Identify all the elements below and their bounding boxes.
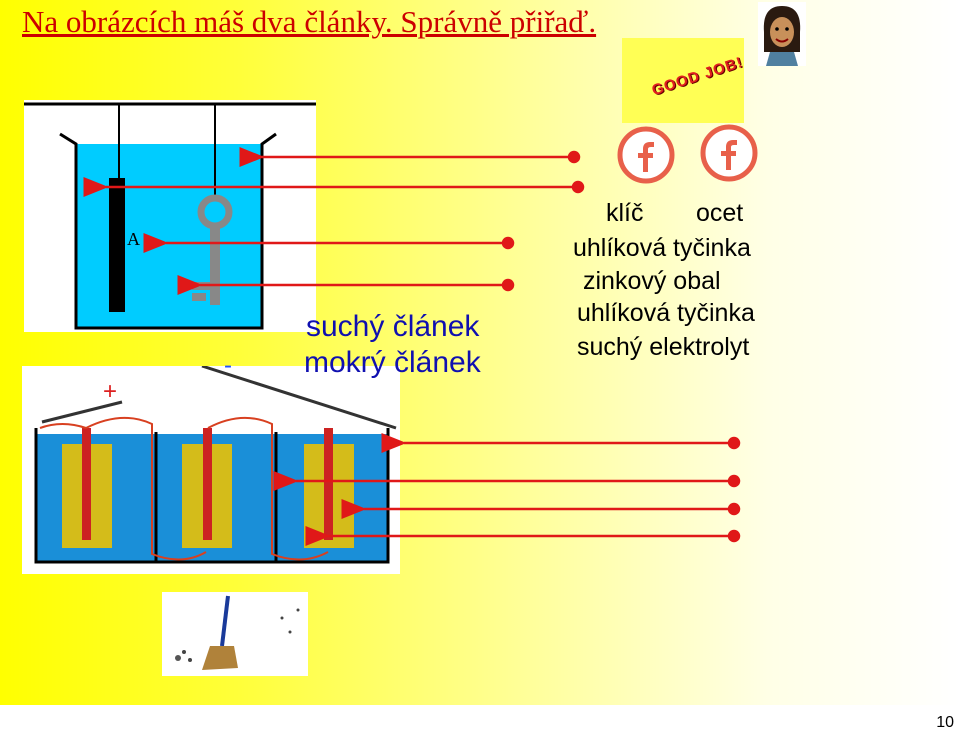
label-dry-electrolyte[interactable]: suchý elektrolyt bbox=[577, 333, 749, 361]
facebook-icon[interactable] bbox=[617, 126, 675, 184]
label-carbon-rod-1[interactable]: uhlíková tyčinka bbox=[573, 234, 751, 262]
label-dry-cell[interactable]: suchý článek bbox=[306, 310, 479, 343]
avatar-icon[interactable] bbox=[758, 2, 806, 66]
label-wet-cell[interactable]: mokrý článek bbox=[304, 346, 481, 379]
slide: Na obrázcích máš dva články. Správně při… bbox=[0, 0, 960, 705]
slide-number: 10 bbox=[936, 714, 954, 732]
good-job-text: GOOD JOB! bbox=[650, 54, 745, 99]
label-key[interactable]: klíč bbox=[606, 199, 644, 227]
good-job-image: GOOD JOB! bbox=[622, 38, 744, 123]
label-vinegar[interactable]: ocet bbox=[696, 199, 743, 227]
label-zinc-casing[interactable]: zinkový obal bbox=[583, 267, 721, 295]
facebook-icon[interactable] bbox=[700, 124, 758, 182]
label-carbon-rod-2[interactable]: uhlíková tyčinka bbox=[577, 299, 755, 327]
